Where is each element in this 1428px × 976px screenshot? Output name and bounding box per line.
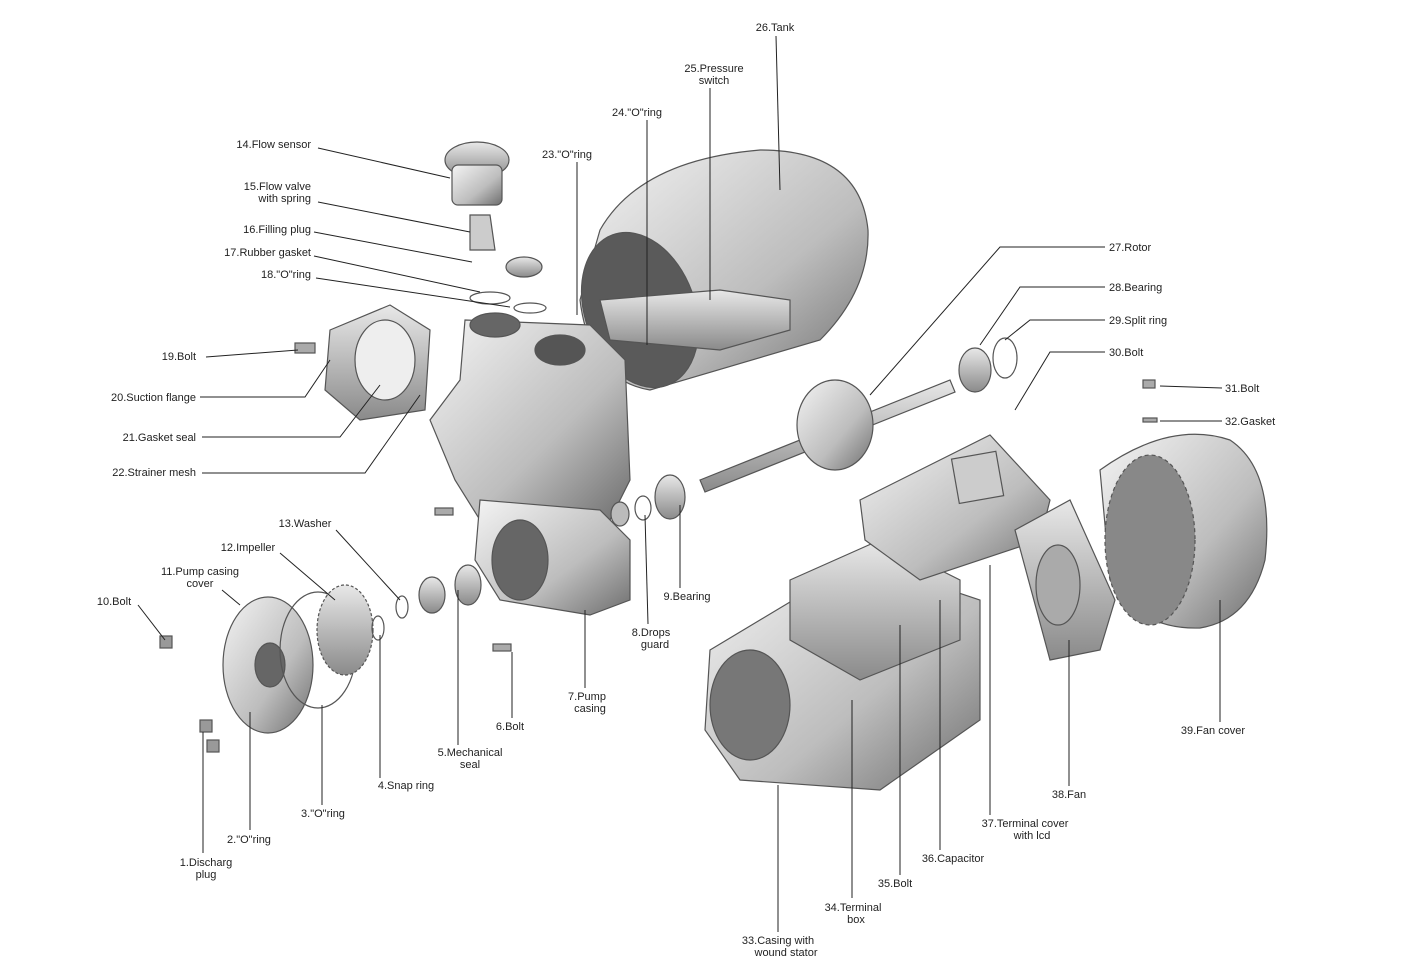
label-line: guard [641, 639, 669, 651]
gasket-32 [1142, 417, 1158, 423]
label-38-fan: 38.Fan [1052, 789, 1086, 801]
label-line: 7.Pump [568, 691, 606, 703]
label-14-flow-sensor: 14.Flow sensor [236, 139, 311, 151]
label-39-fan-cover: 39.Fan cover [1181, 725, 1246, 737]
flow-sensor [444, 141, 547, 314]
label-line: casing [574, 703, 606, 715]
leader-lines [137, 35, 1223, 932]
label-24-o-ring: 24."O"ring [612, 107, 662, 119]
fan-cover [1099, 433, 1268, 629]
label-line: seal [460, 759, 480, 771]
label-29-split-ring: 29.Split ring [1109, 315, 1167, 327]
fan [1014, 499, 1116, 661]
label-17-rubber-gasket: 17.Rubber gasket [224, 247, 311, 259]
label-19-bolt: 19.Bolt [162, 351, 196, 363]
pump-body [429, 312, 631, 521]
bolt-31 [1142, 379, 1156, 389]
label-16-filling-plug: 16.Filling plug [243, 224, 311, 236]
label-line: 1.Discharg [180, 857, 233, 869]
label-line: 8.Drops [632, 627, 671, 639]
label-line: switch [699, 75, 730, 87]
label-20-suction-flange: 20.Suction flange [111, 392, 196, 404]
label-6-bolt: 6.Bolt [496, 721, 524, 733]
label-22-strainer-mesh: 22.Strainer mesh [112, 467, 196, 479]
label-32-gasket: 32.Gasket [1225, 416, 1275, 428]
rotor-shaft [610, 337, 1018, 527]
pump-casing-cover [159, 507, 512, 753]
label-line: with lcd [1013, 830, 1051, 842]
label-line: box [847, 914, 865, 926]
label-35-bolt: 35.Bolt [878, 878, 912, 890]
label-30-bolt: 30.Bolt [1109, 347, 1143, 359]
label-18-o-ring: 18."O"ring [261, 269, 311, 281]
label-28-bearing: 28.Bearing [1109, 282, 1162, 294]
label-3-o-ring: 3."O"ring [301, 808, 345, 820]
label-2-o-ring: 2."O"ring [227, 834, 271, 846]
label-4-snap-ring: 4.Snap ring [378, 780, 434, 792]
label-line: 5.Mechanical [438, 747, 503, 759]
label-21-gasket-seal: 21.Gasket seal [123, 432, 196, 444]
label-27-rotor: 27.Rotor [1109, 242, 1152, 254]
label-line: 15.Flow valve [244, 181, 311, 193]
label-31-bolt: 31.Bolt [1225, 383, 1259, 395]
label-23-o-ring: 23."O"ring [542, 149, 592, 161]
label-26-tank: 26.Tank [756, 22, 795, 34]
label-line: 25.Pressure [684, 63, 743, 75]
label-10-bolt: 10.Bolt [97, 596, 131, 608]
label-line: 33.Casing with [742, 935, 814, 947]
label-line: plug [196, 869, 217, 881]
motor [704, 434, 1051, 791]
parts [159, 141, 1268, 791]
pump-casing [474, 499, 631, 616]
suction-flange [294, 304, 431, 421]
label-line: with spring [257, 193, 311, 205]
label-line: 11.Pump casing [161, 566, 239, 578]
label-line: wound stator [754, 947, 818, 959]
label-9-bearing: 9.Bearing [663, 591, 710, 603]
label-12-impeller: 12.Impeller [221, 542, 276, 554]
label-36-capacitor: 36.Capacitor [922, 853, 985, 865]
label-line: 34.Terminal [825, 902, 882, 914]
label-line: 37.Terminal cover [982, 818, 1069, 830]
label-line: cover [187, 578, 214, 590]
label-13-washer: 13.Washer [279, 518, 332, 530]
